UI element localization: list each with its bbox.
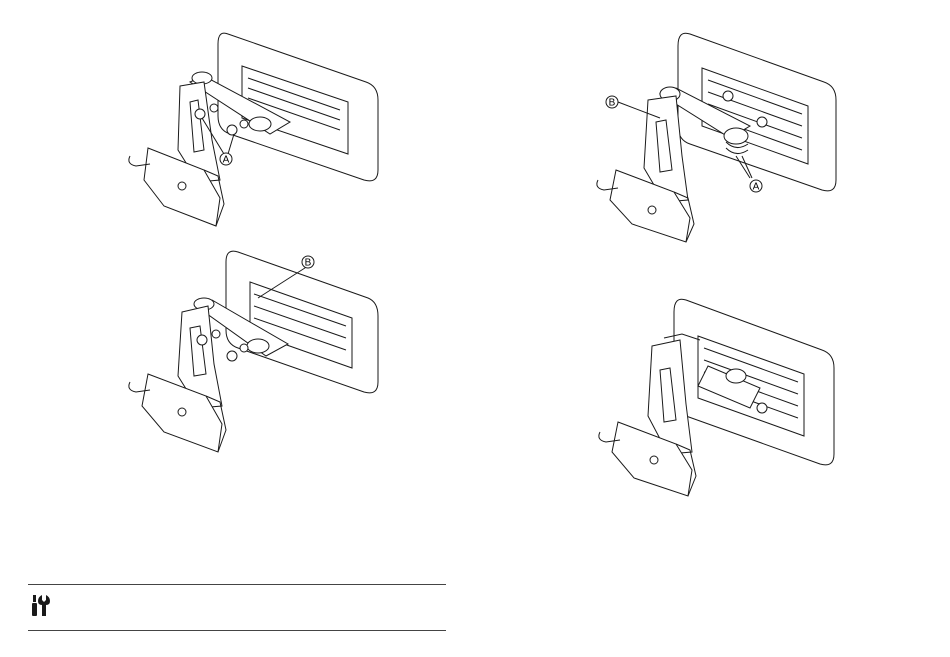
callout-b-label: B bbox=[609, 98, 616, 109]
callout-b-label: B bbox=[305, 258, 312, 269]
footer-rule-bottom bbox=[28, 630, 446, 631]
tools-icon bbox=[30, 593, 56, 619]
callout-b: B bbox=[604, 94, 620, 110]
callout-b: B bbox=[300, 254, 316, 270]
callout-a: A bbox=[218, 151, 234, 167]
figure-3-bracket-adjust: B A bbox=[590, 32, 850, 242]
figure-2-bracket-assembled: B bbox=[120, 248, 390, 458]
callout-a-label: A bbox=[753, 182, 760, 193]
callout-a: A bbox=[748, 178, 764, 194]
figure-1-bracket-exploded: A bbox=[120, 30, 390, 230]
figure-4-bracket-final bbox=[590, 296, 850, 506]
footer-rule-top bbox=[28, 584, 446, 585]
callout-a-label: A bbox=[223, 155, 230, 166]
